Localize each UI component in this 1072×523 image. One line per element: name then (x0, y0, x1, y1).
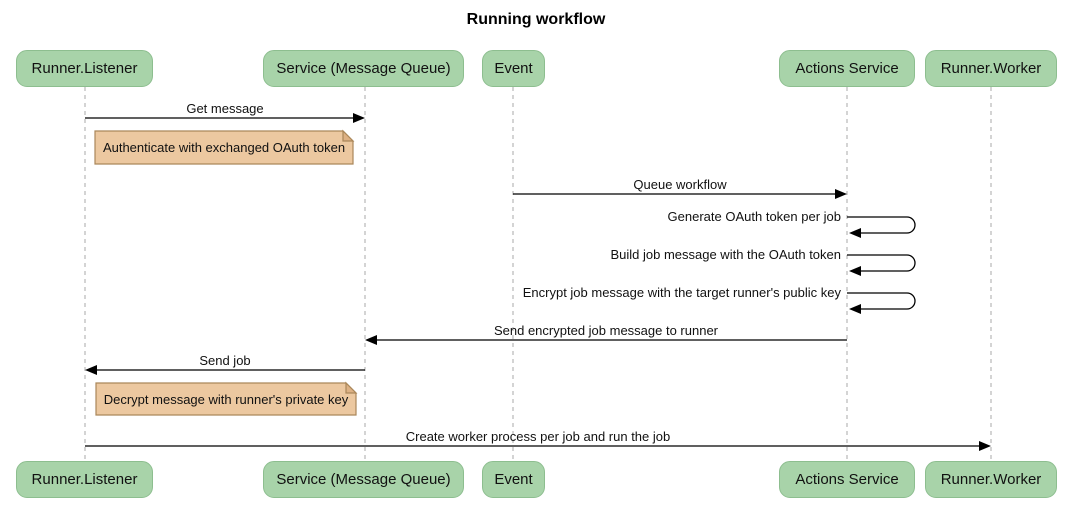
actor-actions-service-top: Actions Service (779, 50, 915, 87)
arrowhead-right-icon (353, 113, 365, 123)
arrowhead-left-icon (849, 228, 861, 238)
message-label-generate-oauth: Generate OAuth token per job (667, 209, 841, 224)
self-loop-generate-oauth (847, 216, 916, 234)
arrowhead-left-icon (849, 266, 861, 276)
note-authenticate-oauth: Authenticate with exchanged OAuth token (102, 140, 346, 155)
arrowhead-left-icon (85, 365, 97, 375)
arrowhead-left-icon (849, 304, 861, 314)
arrowhead-right-icon (835, 189, 847, 199)
arrowhead-right-icon (979, 441, 991, 451)
actor-service-message-queue-bottom: Service (Message Queue) (263, 461, 464, 498)
actor-event-top: Event (482, 50, 545, 87)
message-label-get-message: Get message (186, 101, 264, 116)
self-loop-encrypt-job-message (847, 292, 916, 310)
actor-runner-worker-bottom: Runner.Worker (925, 461, 1057, 498)
arrowhead-left-icon (365, 335, 377, 345)
actor-service-message-queue-top: Service (Message Queue) (263, 50, 464, 87)
message-label-send-job: Send job (199, 353, 251, 368)
actor-actions-service-bottom: Actions Service (779, 461, 915, 498)
actor-runner-listener-bottom: Runner.Listener (16, 461, 153, 498)
note-decrypt-private-key: Decrypt message with runner's private ke… (103, 391, 349, 407)
diagram-title: Running workflow (466, 11, 606, 28)
message-label-build-job-message: Build job message with the OAuth token (610, 247, 841, 262)
message-label-encrypt-job-message: Encrypt job message with the target runn… (522, 285, 841, 300)
message-label-queue-workflow: Queue workflow (633, 177, 727, 192)
message-label-send-encrypted-job: Send encrypted job message to runner (493, 323, 719, 338)
actor-runner-worker-top: Runner.Worker (925, 50, 1057, 87)
actor-runner-listener-top: Runner.Listener (16, 50, 153, 87)
actor-event-bottom: Event (482, 461, 545, 498)
message-label-create-worker: Create worker process per job and run th… (405, 429, 671, 444)
note-shape-authenticate (94, 130, 354, 165)
note-shape-decrypt (95, 382, 357, 416)
self-loop-build-job-message (847, 254, 916, 272)
note-fold-icon (342, 129, 355, 142)
note-fold-icon (345, 381, 358, 394)
